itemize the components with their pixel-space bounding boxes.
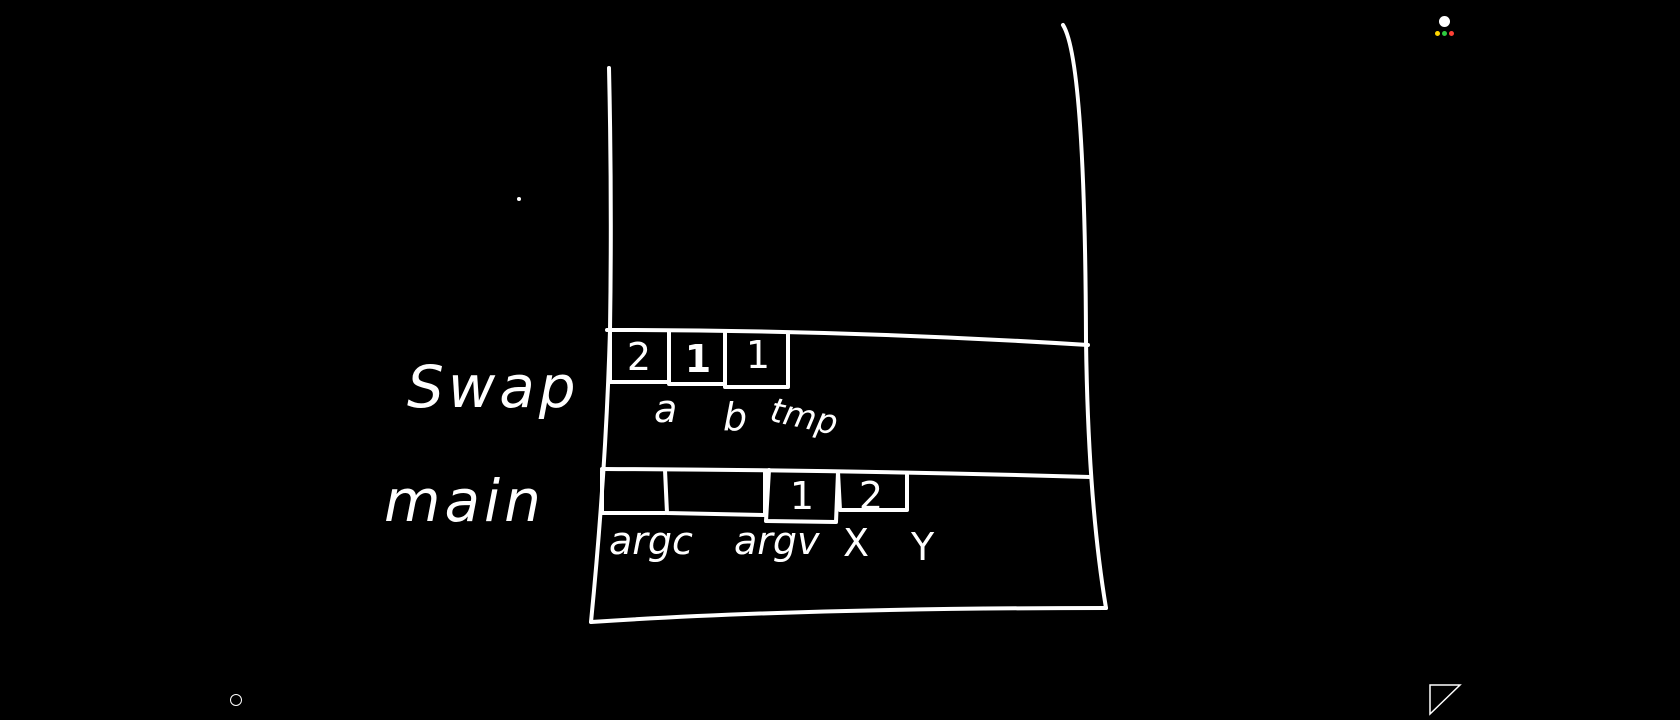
swap-value-a: 2 [626, 335, 652, 379]
main-cell-box-x [764, 468, 840, 524]
stack-outline-right [1061, 23, 1108, 610]
main-cell-box-argv [663, 468, 767, 517]
menu-dot-red [1449, 31, 1454, 36]
main-value-y: 2 [858, 474, 884, 518]
swap-cell-box-tmp [723, 330, 790, 389]
swap-frame-top-line [605, 328, 1090, 347]
swap-value-tmp: 1 [745, 333, 771, 377]
main-frame-label: main [384, 467, 545, 535]
swap-label-a: a [654, 387, 678, 431]
circle-icon[interactable] [230, 694, 242, 706]
stray-ink-dot [517, 197, 521, 201]
main-label-x: X [843, 521, 870, 565]
main-label-y: Y [911, 525, 935, 569]
corner-triangle-icon[interactable] [1428, 682, 1462, 716]
main-value-x: 1 [789, 474, 815, 518]
swap-value-b: 1 [684, 337, 712, 381]
menu-dot-white [1439, 16, 1450, 27]
main-label-argc: argc [609, 519, 693, 563]
stack-outline-left [589, 66, 613, 624]
main-cell-box-y [836, 470, 909, 512]
swap-label-b: b [723, 395, 748, 439]
menu-dot-yellow [1435, 31, 1440, 36]
menu-dot-green [1442, 31, 1447, 36]
stack-outline-bottom [589, 606, 1108, 624]
more-dots-icon[interactable] [1432, 14, 1458, 40]
main-frame-top-line [600, 467, 1092, 479]
main-label-argv: argv [734, 519, 820, 563]
swap-frame-label: Swap [407, 353, 580, 421]
main-cell-box-argc [600, 469, 667, 515]
